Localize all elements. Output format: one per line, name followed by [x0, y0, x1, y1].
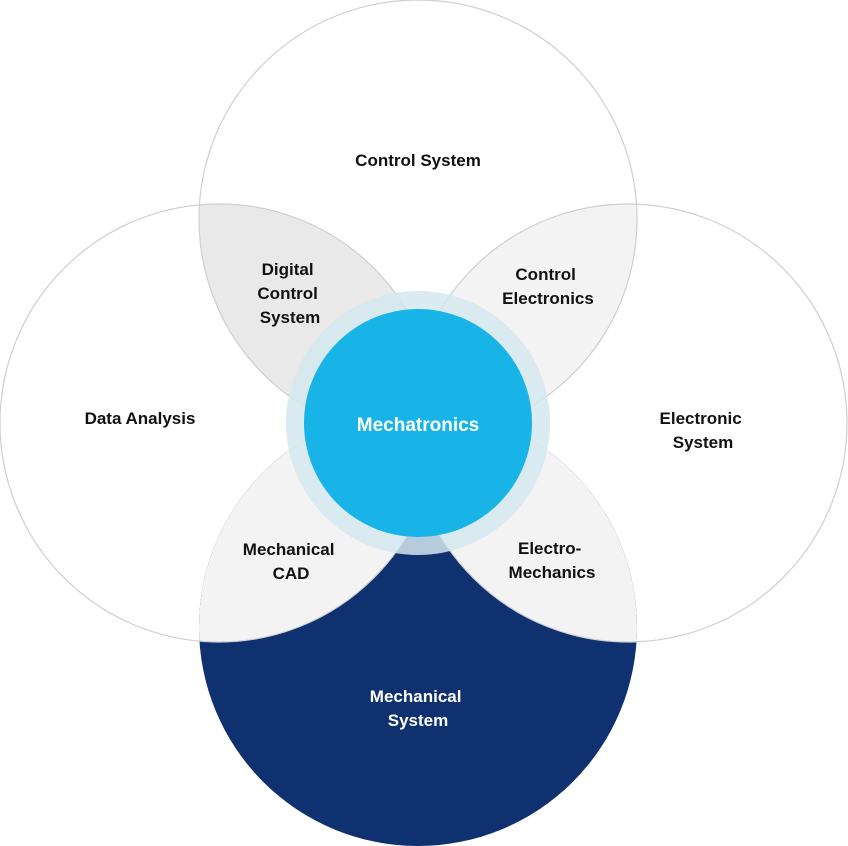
label-mechanical-system: Mechanical System [370, 687, 466, 730]
label-electro-mechanics-line2: Mechanics [509, 563, 596, 582]
label-electronic-system-line2: System [673, 433, 733, 452]
label-electro-mechanics: Electro- Mechanics [509, 539, 596, 582]
center-circle [304, 309, 532, 537]
label-mechanical-system-line2: System [388, 711, 448, 730]
label-mechanical-cad: Mechanical CAD [243, 540, 339, 583]
label-control-electronics-line2: Electronics [502, 289, 594, 308]
label-digital-control-system: Digital Control System [257, 260, 322, 327]
label-mechanical-system-line1: Mechanical [370, 687, 462, 706]
label-digital-control-system-line3: System [260, 308, 320, 327]
label-digital-control-system-line1: Digital [262, 260, 314, 279]
label-control-electronics-line1: Control [515, 265, 575, 284]
label-control-electronics: Control Electronics [502, 265, 594, 308]
label-mechatronics: Mechatronics [357, 415, 479, 436]
label-digital-control-system-line2: Control [257, 284, 317, 303]
label-control-system: Control System [355, 151, 481, 170]
label-mechanical-cad-line1: Mechanical [243, 540, 335, 559]
label-electro-mechanics-line1: Electro- [518, 539, 581, 558]
label-mechanical-cad-line2: CAD [273, 564, 310, 583]
label-data-analysis: Data Analysis [85, 409, 196, 428]
label-electronic-system: Electronic System [660, 409, 747, 452]
label-electronic-system-line1: Electronic [660, 409, 742, 428]
